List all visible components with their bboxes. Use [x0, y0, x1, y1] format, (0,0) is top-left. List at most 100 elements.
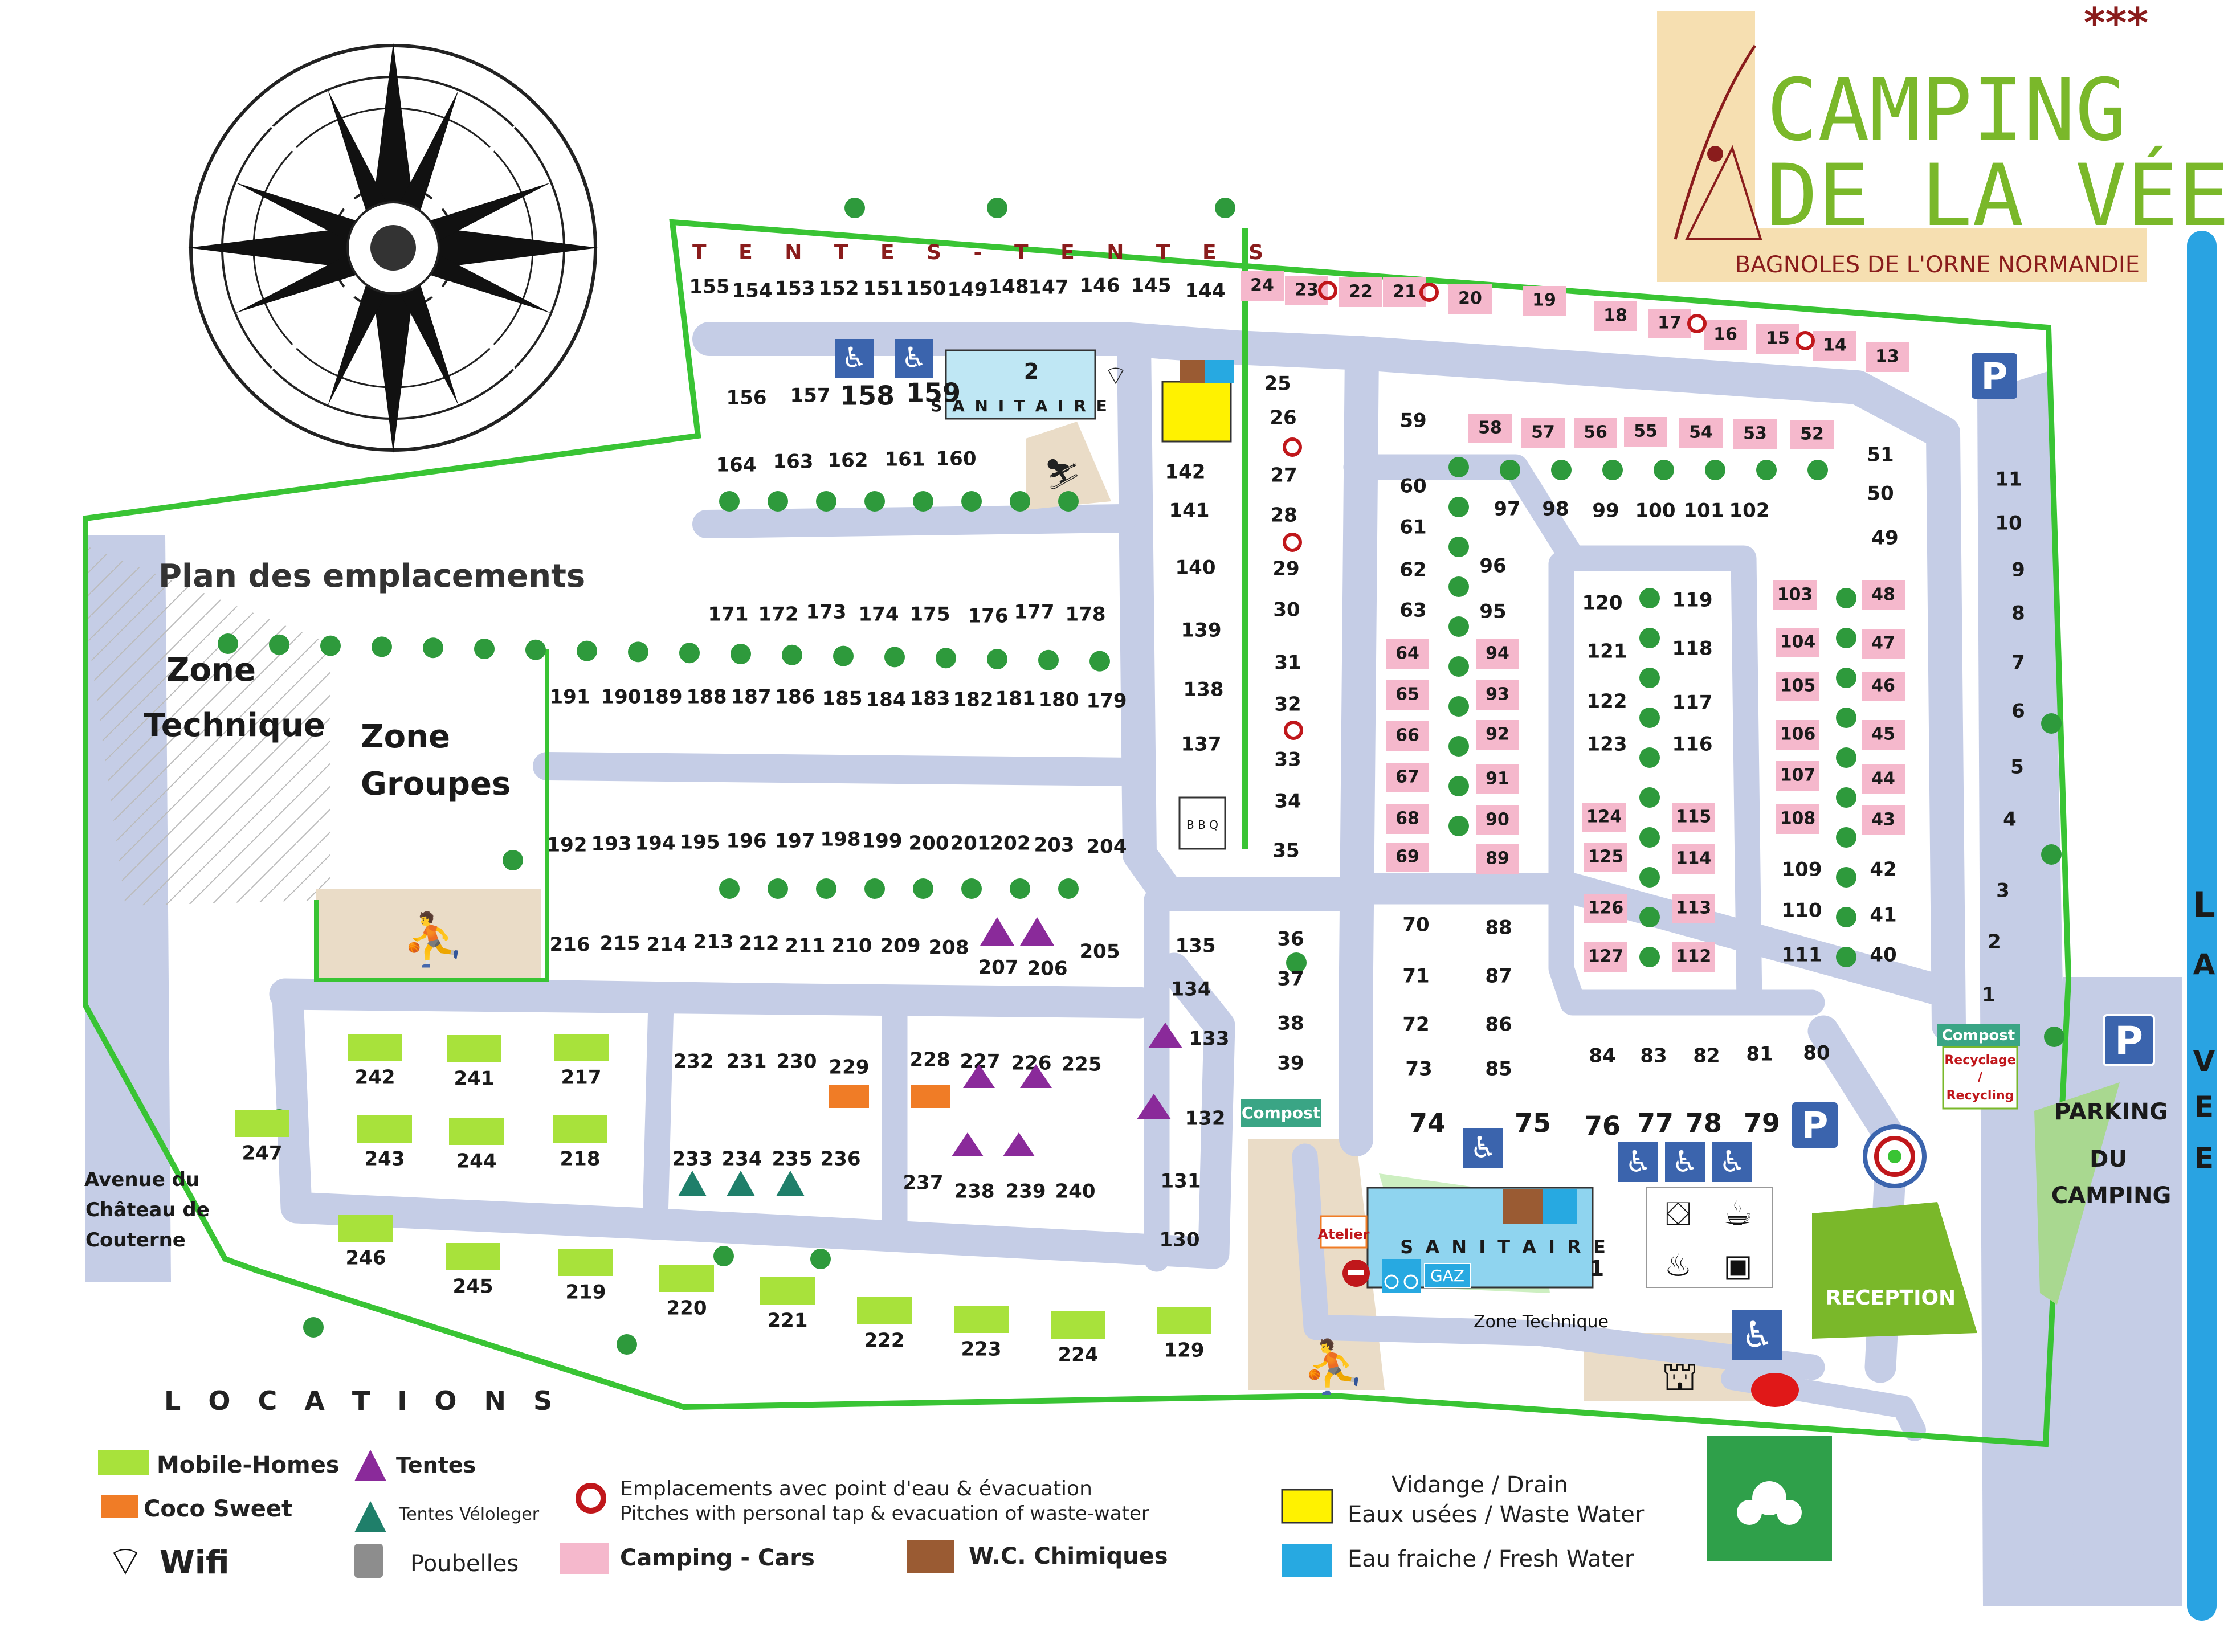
pitch-number: 122	[1587, 690, 1627, 713]
pitch-number: 117	[1672, 692, 1713, 714]
tree-icon	[1639, 827, 1660, 848]
camping-car-pitch-number: 65	[1395, 685, 1419, 705]
mobile-home-marker	[449, 1118, 504, 1145]
pitch-number: 142	[1165, 461, 1206, 484]
wheelchair-icon: ♿	[1665, 1142, 1705, 1182]
tree-icon	[423, 637, 443, 659]
camping-car-pitch-number: 45	[1871, 725, 1895, 745]
camping-car-pitch-number: 16	[1713, 325, 1737, 345]
pitch-number: 5	[2010, 756, 2024, 779]
atelier-sign	[1320, 1215, 1368, 1249]
reception-label: RECEPTION	[1826, 1286, 1956, 1310]
playground-icon: ⛫	[1662, 1353, 1698, 1400]
logo-subtitle: BAGNOLES DE L'ORNE NORMANDIE	[1735, 252, 2140, 278]
pitch-number: 72	[1402, 1013, 1429, 1036]
pitch-number: 71	[1402, 965, 1429, 988]
river-la-vee	[2187, 231, 2217, 1621]
tree-icon	[913, 491, 933, 512]
compost-label: Compost	[1242, 1103, 1320, 1122]
camping-car-pitch-box	[1476, 720, 1519, 750]
tree-icon	[1058, 878, 1079, 899]
camping-car-pitch-number: 24	[1250, 276, 1274, 296]
pitch-number: 231	[727, 1050, 767, 1073]
pitch-number: 95	[1479, 600, 1506, 623]
camping-car-pitch-number: 107	[1780, 766, 1816, 786]
mobile-home-marker	[558, 1249, 613, 1276]
pitch-number: 204	[1087, 836, 1127, 858]
pitch-number: 191	[550, 686, 590, 709]
pitch-number: 100	[1635, 500, 1676, 522]
waste-water-drain	[1161, 381, 1232, 443]
pitch-number: 111	[1782, 944, 1822, 967]
pitch-number-large: 158	[840, 381, 895, 411]
chemical-wc	[1180, 360, 1205, 383]
pitch-number: 130	[1160, 1229, 1200, 1252]
camping-car-pitch-box	[1648, 309, 1691, 338]
tv-icon: ▣	[1723, 1248, 1752, 1283]
camping-car-pitch-number: 14	[1823, 336, 1847, 355]
pitch-number: 171	[708, 603, 749, 626]
tree-icon	[1448, 616, 1469, 637]
pitch-number: 215	[600, 933, 640, 955]
svg-text:E: E	[2194, 1142, 2214, 1175]
tap-rings-layer	[1283, 281, 1815, 740]
camping-car-pitch-box	[1523, 286, 1566, 316]
bbq-sign	[1178, 796, 1226, 850]
pitch-number: 156	[727, 387, 767, 410]
tree-icon	[1639, 588, 1660, 608]
pitch-number: 208	[929, 937, 969, 959]
logo-name-line1: CAMPING	[1766, 61, 2127, 160]
camping-car-pitch-number: 56	[1584, 423, 1607, 443]
tree-icon	[1836, 668, 1856, 688]
camping-car-pitch-number: 104	[1780, 632, 1816, 652]
pitch-number: 183	[910, 688, 950, 710]
mobile-home-marker	[1157, 1307, 1211, 1334]
tent-icon	[1137, 1094, 1171, 1119]
petanque-area	[316, 889, 541, 986]
pitch-number: 2	[1988, 931, 2001, 954]
pitch-number: 163	[773, 451, 814, 473]
camping-car-pitch-number: 89	[1486, 849, 1509, 869]
pitch-number: 198	[821, 828, 861, 851]
pitch-number: 160	[936, 448, 977, 471]
pitch-number-large: 75	[1515, 1108, 1551, 1139]
pitch-number: 195	[680, 831, 720, 854]
camping-car-pitch-number: 55	[1634, 422, 1658, 441]
pitch-number: 31	[1274, 652, 1301, 674]
brand-logo: *** CAMPING DE LA VÉE BAGNOLES DE L'ORNE…	[1657, 0, 2228, 282]
pitch-number: 216	[550, 934, 590, 956]
gaz-label: GAZ	[1430, 1266, 1464, 1285]
sanitaire-2-building	[945, 349, 1096, 420]
tent-icon	[952, 1132, 984, 1156]
legend-coco-sweet-swatch	[101, 1495, 138, 1518]
camping-car-pitch-box	[1521, 418, 1565, 448]
pitch-number: 37	[1277, 968, 1304, 991]
pitch-number: 237	[903, 1172, 944, 1195]
tree-icon	[713, 1246, 734, 1266]
tree-icon	[1500, 460, 1520, 480]
pitch-number: 33	[1274, 749, 1301, 771]
camping-car-pitch-number: 44	[1871, 769, 1895, 789]
legend-eaux-usees: Eaux usées / Waste Water	[1348, 1502, 1645, 1528]
tree-icon	[1639, 867, 1660, 888]
logo-flower-stem	[1674, 44, 1757, 240]
tree-icon	[2044, 1027, 2064, 1047]
pitch-number: 236	[821, 1148, 861, 1171]
petanque-player-icon: ⛹	[1301, 1336, 1365, 1397]
pitch-number: 211	[785, 935, 826, 958]
pitch-number: 199	[862, 830, 903, 853]
pitch-number: 180	[1039, 689, 1079, 711]
tree-icon	[1058, 491, 1079, 512]
pitch-number: 110	[1782, 899, 1822, 922]
svg-text:P: P	[2115, 1019, 2143, 1064]
pitch-number: 223	[961, 1338, 1002, 1361]
wheelchair-icon: ♿	[895, 339, 933, 378]
pitch-number: 49	[1871, 527, 1898, 550]
legend-wc-chimiques: W.C. Chimiques	[969, 1543, 1168, 1569]
wheelchair-icon: ♿	[1712, 1142, 1752, 1182]
parking-sign-icon: P	[1792, 1102, 1838, 1148]
svg-text:P: P	[1802, 1105, 1829, 1147]
pitch-number: 38	[1277, 1012, 1304, 1035]
